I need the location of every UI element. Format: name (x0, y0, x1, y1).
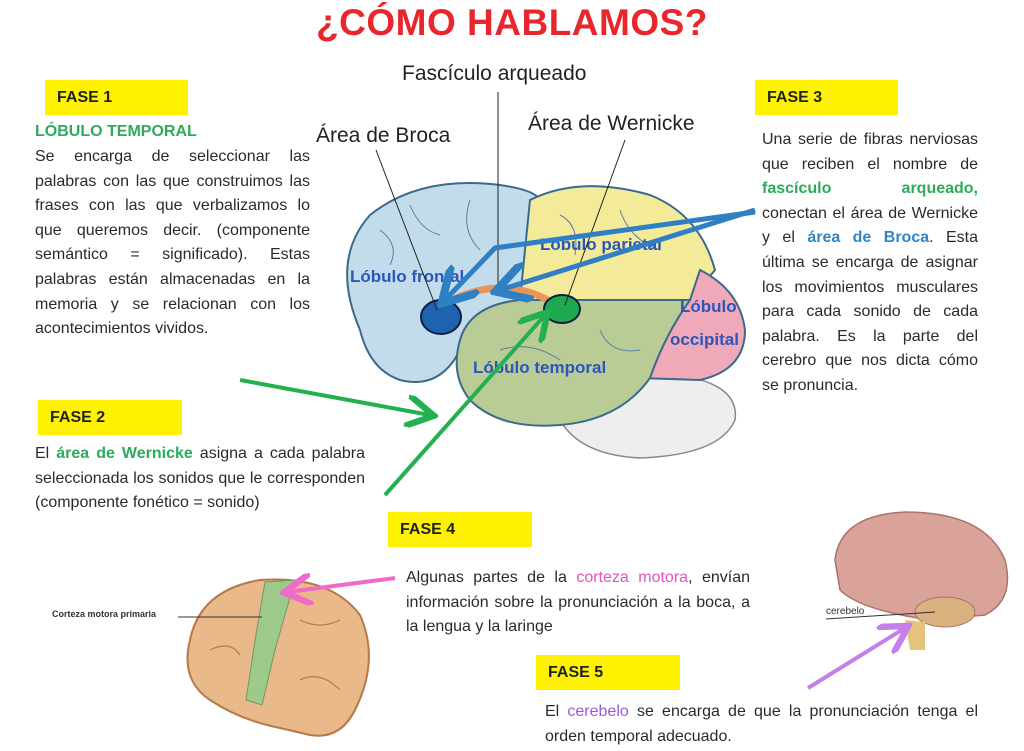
fase3-text-2: conectan el área de Wernicke y el (762, 204, 978, 247)
fase3-text: Una serie de fibras nerviosas que recibe… (762, 128, 978, 399)
fase3-text-1: Una serie de fibras nerviosas que recibe… (762, 131, 978, 173)
fase4-highlight: corteza motora (576, 569, 689, 586)
fase5-text-pre: El (545, 703, 568, 720)
broca-area (420, 299, 462, 335)
fase5-badge: FASE 5 (536, 655, 680, 690)
lobe-temporal-label: Lóbulo temporal (473, 358, 606, 377)
motor-cortex-brain (178, 578, 370, 737)
fase4-text: Algunas partes de la corteza motora, env… (406, 566, 750, 640)
cerebellum-brain (825, 511, 1009, 650)
wernicke-area (543, 294, 581, 324)
fase4-text-pre: Algunas partes de la (406, 569, 577, 586)
label-cerebelo: cerebelo (826, 606, 865, 617)
fase3-text-3: . Esta última se encarga de asignar los … (762, 229, 979, 394)
lobe-frontal-label: Lóbulo frontal (350, 267, 464, 286)
fase1-heading: LÓBULO TEMPORAL (35, 123, 197, 140)
fase3-highlight-fasciculo: fascículo arqueado, (762, 180, 978, 198)
fase2-text-post: asigna a cada palabra seleccionada los s… (35, 445, 366, 512)
main-brain: Lóbulo frontal Lóbulo parietal Lóbulo te… (346, 182, 747, 459)
fase2-highlight: área de Wernicke (56, 445, 193, 462)
fase4-text-post: , envían información sobre la pronunciac… (406, 569, 750, 636)
parietal-lobe (518, 185, 717, 301)
fase2-text: El área de Wernicke asigna a cada palabr… (35, 442, 365, 516)
fase2-badge: FASE 2 (38, 400, 182, 435)
fase1-text: Se encarga de seleccionar las palabras c… (35, 148, 310, 338)
label-fasciculo-arqueado: Fascículo arqueado (402, 62, 587, 85)
label-area-wernicke: Área de Wernicke (528, 112, 695, 135)
lobe-occipital-label-1: Lóbulo (680, 297, 737, 316)
fase3-highlight-broca: área de Broca (807, 229, 930, 247)
page-title: ¿CÓMO HABLAMOS? (316, 2, 708, 43)
label-area-broca: Área de Broca (316, 124, 451, 147)
fase5-text-post: se encarga de que la pronunciación tenga… (545, 703, 978, 745)
fase5-highlight: cerebelo (567, 703, 629, 720)
lobe-occipital-label-2: occipital (670, 330, 739, 349)
label-corteza-motora: Corteza motora primaria (52, 609, 157, 619)
fase1-badge: FASE 1 (45, 80, 188, 115)
fase2-text-pre: El (35, 445, 57, 462)
fase3-badge: FASE 3 (755, 80, 898, 115)
fase4-badge: FASE 4 (388, 512, 532, 547)
fase5-text: El cerebelo se encarga de que la pronunc… (545, 700, 978, 749)
